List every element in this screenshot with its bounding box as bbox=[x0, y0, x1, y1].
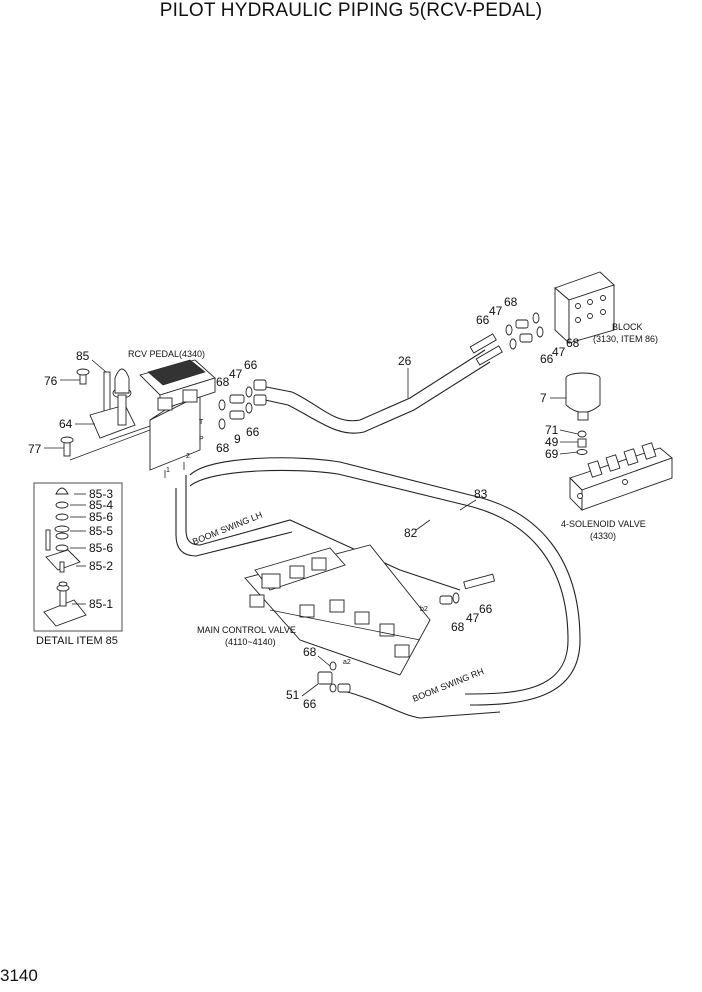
item-85-assembly bbox=[60, 368, 151, 461]
callout-77: 77 bbox=[28, 442, 42, 456]
callout-68e: 68 bbox=[451, 620, 465, 634]
callout-82: 82 bbox=[404, 526, 418, 540]
label-detail-item: DETAIL ITEM 85 bbox=[36, 635, 118, 647]
callout-83: 83 bbox=[474, 487, 488, 501]
callout-68f: 68 bbox=[303, 645, 317, 659]
mcv-fittings bbox=[317, 592, 460, 693]
callout-9: 9 bbox=[234, 432, 241, 446]
label-block: BLOCK bbox=[612, 322, 643, 332]
callout-85-5: 85-5 bbox=[89, 524, 113, 538]
label-solenoid-valve: 4-SOLENOID VALVE bbox=[561, 519, 646, 529]
block-fittings bbox=[505, 312, 544, 350]
solenoid-valve bbox=[569, 442, 673, 512]
port-p: P bbox=[199, 436, 204, 443]
callout-47a: 47 bbox=[229, 367, 243, 381]
label-mcv-ref: (4110~4140) bbox=[225, 637, 276, 647]
label-block-ref: (3130, ITEM 86) bbox=[593, 334, 658, 344]
port-2: 2 bbox=[186, 453, 190, 460]
callout-26: 26 bbox=[398, 354, 412, 368]
callout-47d: 47 bbox=[466, 611, 480, 625]
main-control-valve bbox=[244, 544, 431, 676]
callout-64: 64 bbox=[59, 417, 73, 431]
detail-85-parts bbox=[43, 487, 87, 627]
callout-68d: 68 bbox=[566, 336, 580, 350]
page-number: 3140 bbox=[0, 966, 38, 985]
callout-51: 51 bbox=[286, 688, 300, 702]
callout-85-4: 85-4 bbox=[89, 498, 113, 512]
callout-68a: 68 bbox=[216, 375, 230, 389]
leader-lines bbox=[44, 359, 579, 697]
label-boom-swing-rh: BOOM SWING RH bbox=[411, 666, 485, 704]
label-solenoid-ref: (4330) bbox=[590, 531, 616, 541]
callout-85-6a: 85-6 bbox=[89, 510, 113, 524]
hose-26 bbox=[255, 333, 503, 434]
callout-69: 69 bbox=[545, 447, 559, 461]
callout-66b: 66 bbox=[246, 425, 260, 439]
label-rcv-pedal: RCV PEDAL(4340) bbox=[128, 349, 205, 359]
callout-66d: 66 bbox=[540, 352, 554, 366]
detail-box bbox=[33, 482, 123, 632]
callout-85: 85 bbox=[76, 349, 90, 363]
callout-85-1: 85-1 bbox=[89, 597, 113, 611]
callout-7: 7 bbox=[540, 391, 547, 405]
callout-66e: 66 bbox=[479, 602, 493, 616]
callout-76: 76 bbox=[44, 374, 58, 388]
callout-66f: 66 bbox=[303, 697, 317, 711]
pedal-fittings bbox=[218, 379, 267, 430]
port-1: 1 bbox=[166, 467, 170, 474]
callout-85-6b: 85-6 bbox=[89, 541, 113, 555]
callout-47c: 47 bbox=[552, 345, 566, 359]
label-main-control-valve: MAIN CONTROL VALVE bbox=[197, 625, 296, 635]
rcv-pedal bbox=[139, 359, 216, 478]
port-t: T bbox=[199, 419, 204, 426]
callout-66a: 66 bbox=[244, 358, 258, 372]
callout-85-2: 85-2 bbox=[89, 559, 113, 573]
page-title: PILOT HYDRAULIC PIPING 5(RCV-PEDAL) bbox=[159, 0, 543, 21]
hose-82-83 bbox=[175, 457, 581, 719]
callout-47b: 47 bbox=[489, 304, 503, 318]
callout-68b: 68 bbox=[216, 441, 230, 455]
callout-71: 71 bbox=[545, 423, 559, 437]
accumulator-7 bbox=[565, 372, 601, 455]
callout-66c: 66 bbox=[476, 313, 490, 327]
port-b2: b2 bbox=[420, 606, 428, 613]
port-a2: a2 bbox=[343, 659, 351, 666]
callout-49: 49 bbox=[545, 435, 559, 449]
block-3130 bbox=[554, 271, 615, 345]
callout-85-3: 85-3 bbox=[89, 487, 113, 501]
callout-68c: 68 bbox=[504, 295, 518, 309]
